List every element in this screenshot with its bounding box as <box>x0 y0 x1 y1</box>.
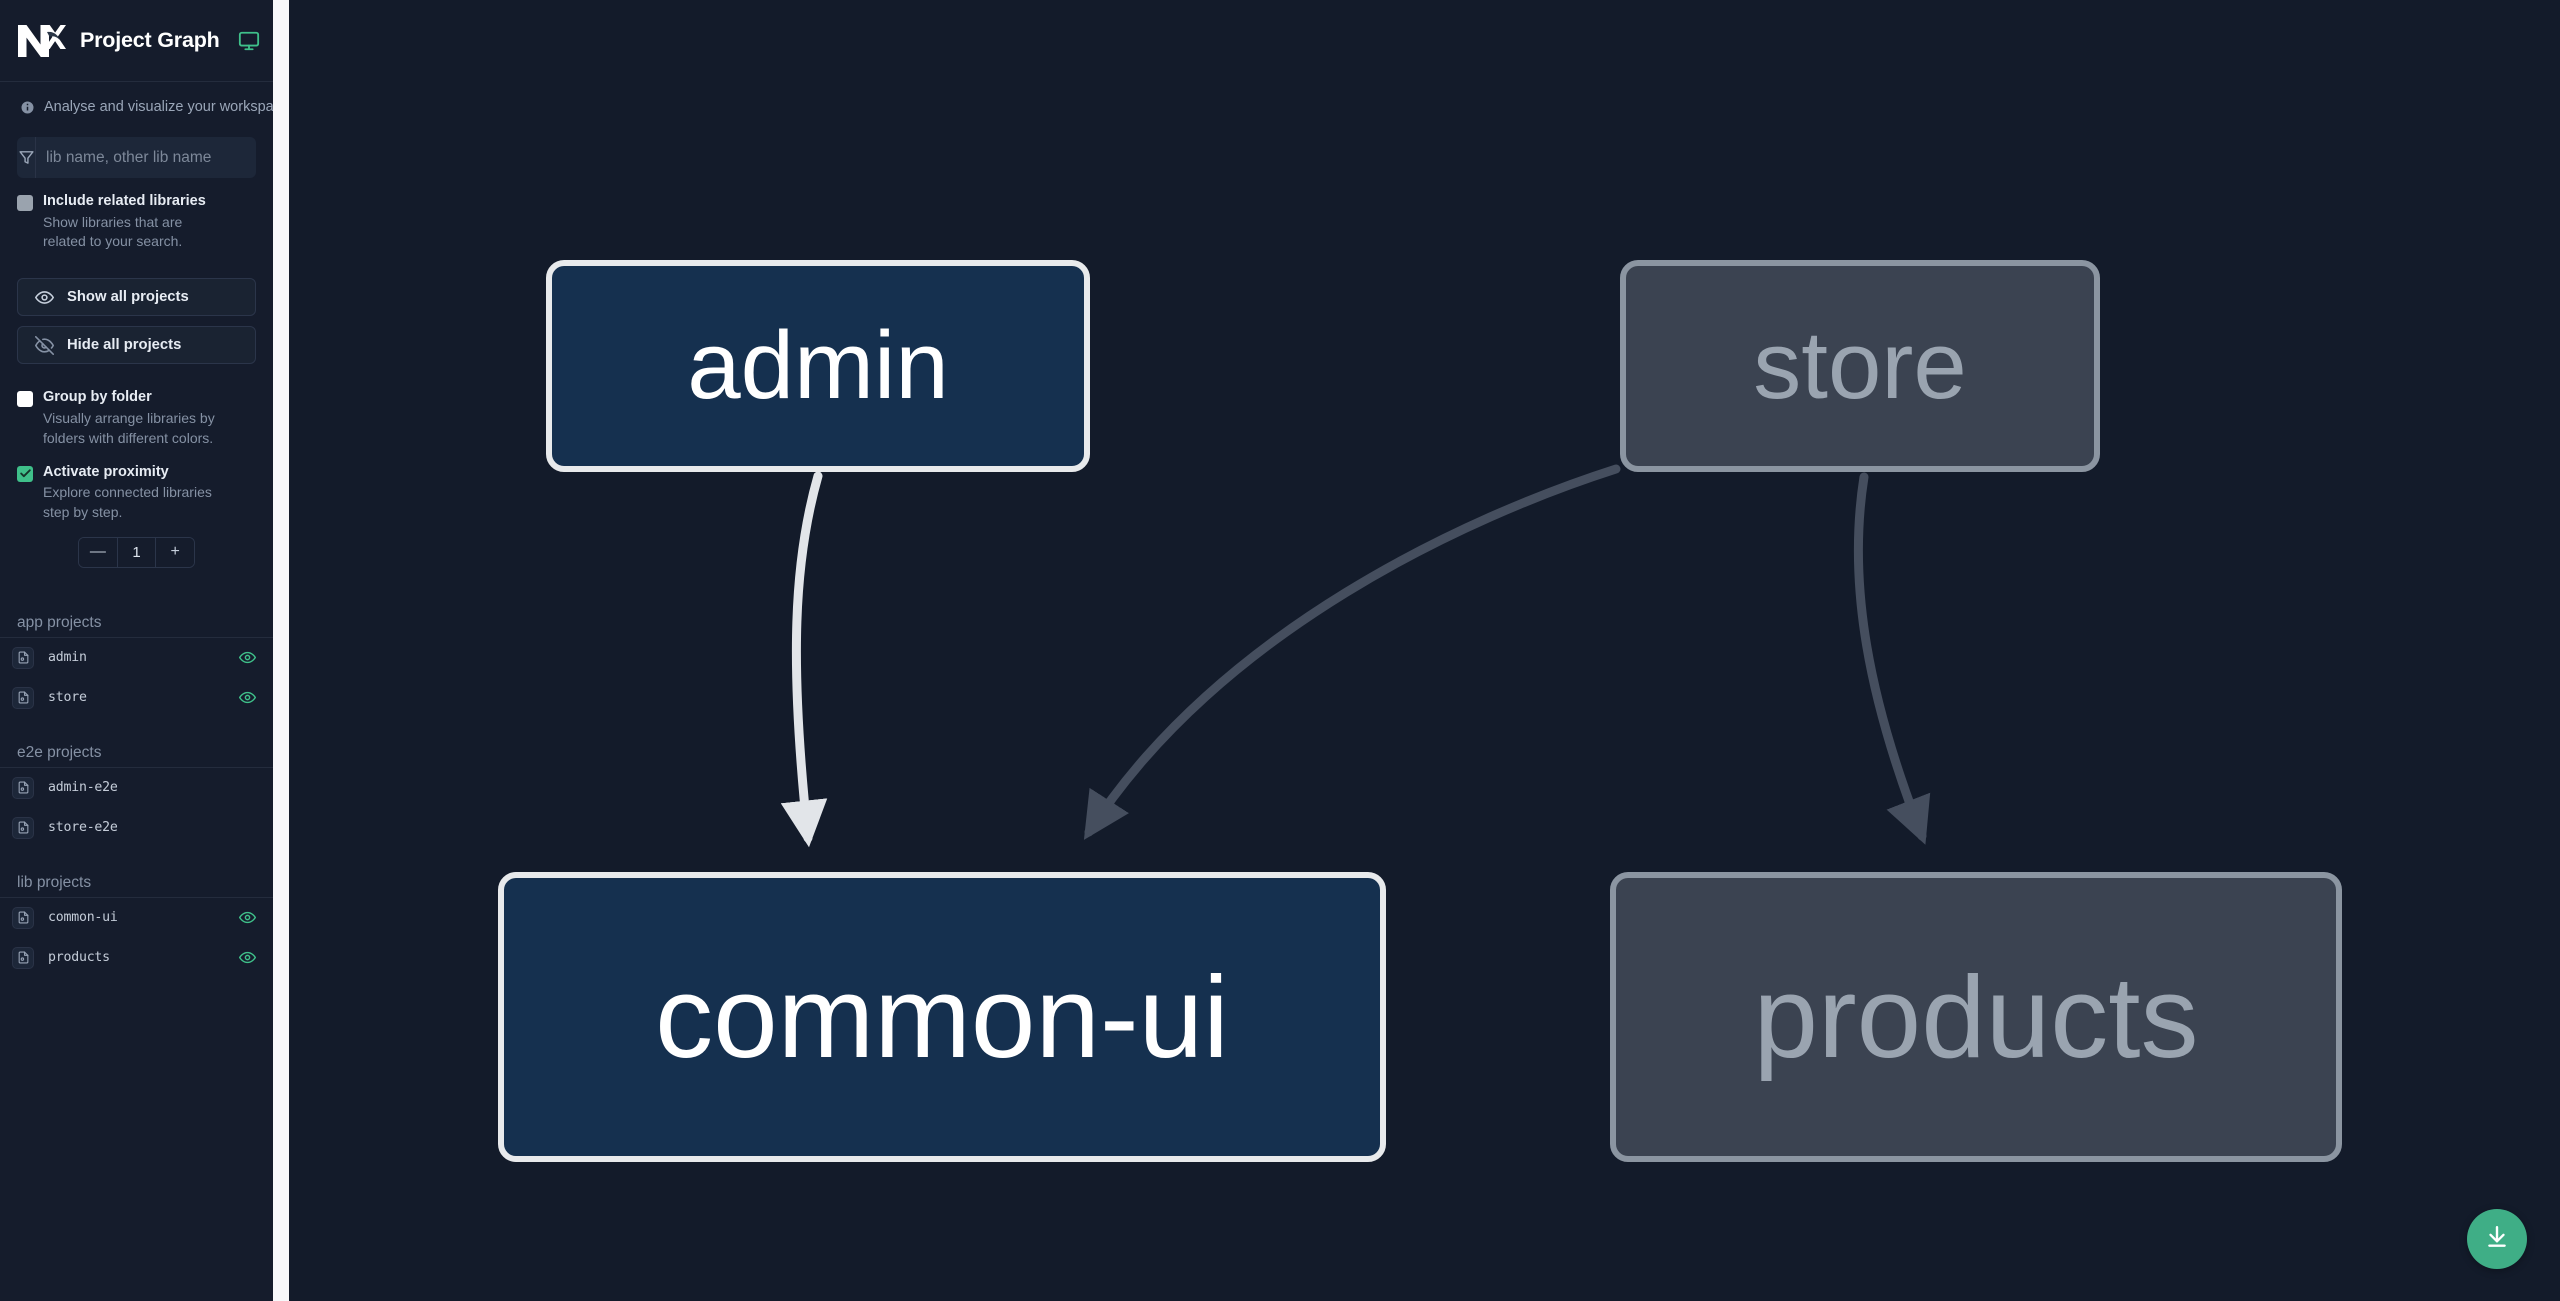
activate-proximity-checkbox[interactable] <box>17 465 33 482</box>
page-title: Project Graph <box>80 28 220 52</box>
project-row-products[interactable]: products <box>0 938 273 978</box>
group-by-folder-checkbox[interactable] <box>17 391 33 408</box>
show-all-projects-label: Show all projects <box>67 289 189 306</box>
project-file-icon <box>12 816 34 839</box>
graph-canvas[interactable]: admin store common-ui products <box>289 0 2560 1301</box>
project-row-common-ui[interactable]: common-ui <box>0 898 273 938</box>
graph-node-products[interactable]: products <box>1610 872 2342 1162</box>
project-name: store-e2e <box>48 820 118 836</box>
node-label: products <box>1753 952 2199 1082</box>
hide-all-projects-label: Hide all projects <box>67 337 182 354</box>
section-label: lib projects <box>0 874 273 898</box>
option-activate-proximity[interactable]: Activate proximity Explore connected lib… <box>0 449 273 523</box>
edge-admin-to-common-ui <box>780 471 828 848</box>
graph-node-admin[interactable]: admin <box>546 260 1090 472</box>
option-title: Include related libraries <box>43 193 206 209</box>
option-description: Show libraries that are related to your … <box>43 213 183 250</box>
download-icon <box>2484 1224 2510 1255</box>
project-row-store-e2e[interactable]: store-e2e <box>0 808 273 848</box>
tagline-row: Analyse and visualize your workspace. <box>0 82 273 115</box>
tagline-text: Analyse and visualize your workspace. <box>44 99 273 115</box>
section-lib-projects: lib projects common-ui <box>0 874 273 978</box>
option-include-related-libraries[interactable]: Include related libraries Show libraries… <box>0 178 273 252</box>
nx-logo-icon <box>16 23 66 59</box>
proximity-increment-button[interactable]: + <box>155 537 194 567</box>
search-field[interactable] <box>17 137 256 178</box>
show-all-projects-button[interactable]: Show all projects <box>17 278 256 317</box>
download-graph-button[interactable] <box>2467 1209 2527 1269</box>
node-label: store <box>1753 312 1967 419</box>
project-name: common-ui <box>48 910 118 926</box>
project-file-icon <box>12 776 34 799</box>
sidebar-header: Project Graph <box>0 0 273 82</box>
project-visibility-eye-icon[interactable] <box>239 909 256 926</box>
option-group-by-folder[interactable]: Group by folder Visually arrange librari… <box>0 364 273 448</box>
project-visibility-eye-icon[interactable] <box>239 949 256 966</box>
project-visibility-eye-icon[interactable] <box>239 649 256 666</box>
project-file-icon <box>12 646 34 669</box>
option-title: Activate proximity <box>43 463 169 480</box>
project-name: admin-e2e <box>48 780 118 796</box>
graph-node-store[interactable]: store <box>1620 260 2100 472</box>
proximity-decrement-button[interactable]: — <box>79 537 117 567</box>
sidebar: Project Graph Analyse and visualize your… <box>0 0 273 1301</box>
node-label: admin <box>687 312 949 419</box>
project-name: store <box>48 690 87 706</box>
option-description: Explore connected libraries step by step… <box>43 484 212 521</box>
include-related-libraries-checkbox[interactable] <box>17 195 33 211</box>
section-label: app projects <box>0 614 273 638</box>
section-e2e-projects: e2e projects admin-e2e store-e2e <box>0 744 273 848</box>
hide-all-projects-button[interactable]: Hide all projects <box>17 326 256 365</box>
monitor-icon[interactable] <box>238 30 260 52</box>
edge-store-to-common-ui <box>1083 464 1621 840</box>
section-label: e2e projects <box>0 744 273 768</box>
project-name: products <box>48 950 110 966</box>
option-title: Group by folder <box>43 389 152 406</box>
project-file-icon <box>12 686 34 709</box>
project-row-admin-e2e[interactable]: admin-e2e <box>0 768 273 808</box>
project-row-store[interactable]: store <box>0 678 273 718</box>
project-visibility-eye-icon[interactable] <box>239 689 256 706</box>
proximity-value: 1 <box>116 537 156 567</box>
graph-edges-layer <box>780 464 1931 848</box>
project-file-icon <box>12 906 34 929</box>
node-label: common-ui <box>655 952 1229 1082</box>
graph-node-common-ui[interactable]: common-ui <box>498 872 1386 1162</box>
eye-off-icon <box>35 335 54 355</box>
search-input[interactable] <box>36 137 256 178</box>
project-row-admin[interactable]: admin <box>0 638 273 678</box>
project-name: admin <box>48 650 87 666</box>
section-app-projects: app projects admin <box>0 614 273 718</box>
info-icon <box>20 100 35 115</box>
option-description: Visually arrange libraries by folders wi… <box>43 409 215 446</box>
project-file-icon <box>12 946 34 969</box>
proximity-stepper[interactable]: — 1 + <box>78 536 195 568</box>
eye-icon <box>35 288 54 307</box>
sidebar-resize-handle[interactable] <box>273 0 289 1301</box>
funnel-filter-icon <box>17 137 36 178</box>
edge-store-to-products <box>1853 472 1931 845</box>
